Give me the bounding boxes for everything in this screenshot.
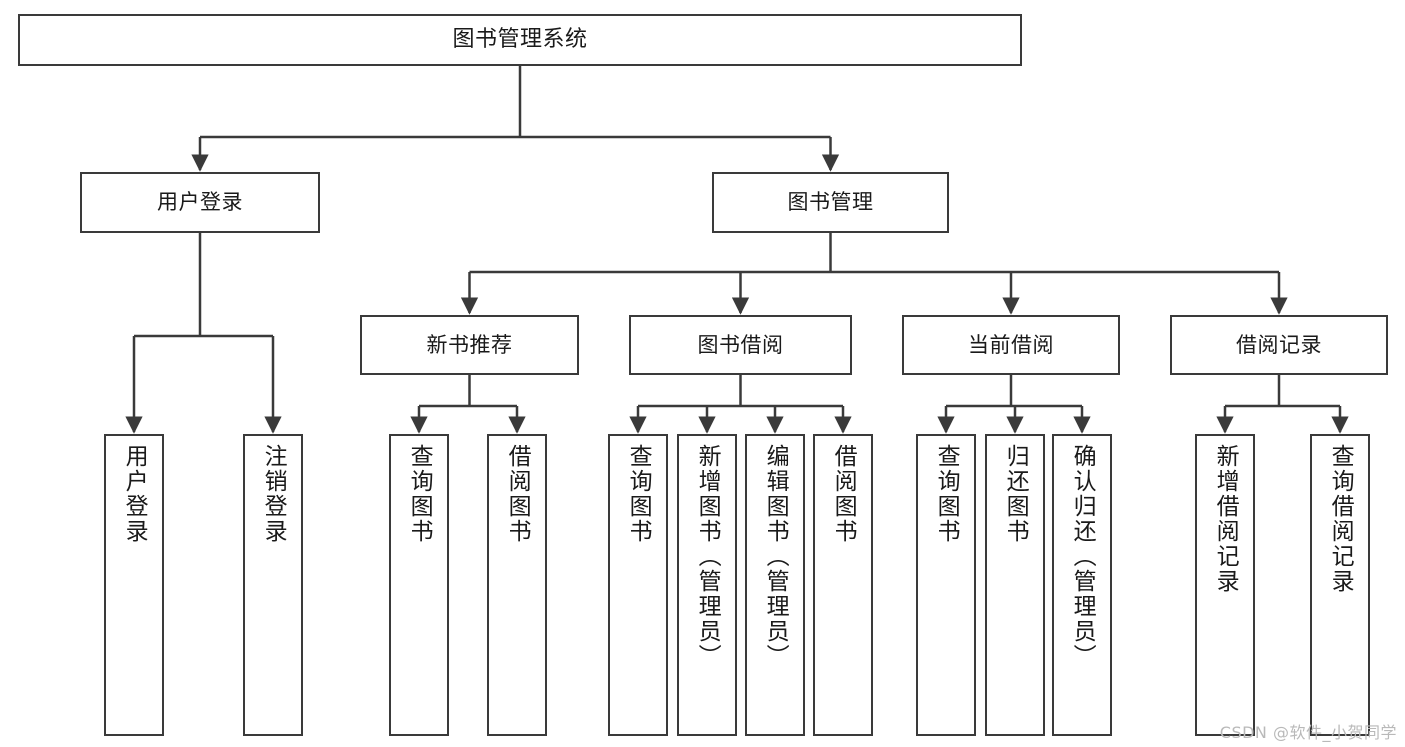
node-label: 确认归还（管理员） bbox=[1069, 444, 1096, 669]
node-user-login[interactable]: 用户登录 bbox=[80, 172, 320, 233]
leaf-borrow-book-1[interactable]: 借阅图书 bbox=[487, 434, 547, 736]
node-label: 注销登录 bbox=[260, 444, 287, 544]
node-label: 借阅记录 bbox=[1236, 332, 1322, 357]
node-new-book-recommend[interactable]: 新书推荐 bbox=[360, 315, 579, 375]
leaf-query-book-2[interactable]: 查询图书 bbox=[608, 434, 668, 736]
node-label: 查询借阅记录 bbox=[1327, 444, 1354, 594]
node-label: 图书借阅 bbox=[697, 332, 784, 357]
node-label: 编辑图书（管理员） bbox=[762, 444, 789, 669]
leaf-query-record[interactable]: 查询借阅记录 bbox=[1310, 434, 1370, 736]
leaf-logout[interactable]: 注销登录 bbox=[243, 434, 303, 736]
watermark: CSDN @软件_小贺同学 bbox=[1219, 723, 1397, 742]
node-borrow-record[interactable]: 借阅记录 bbox=[1170, 315, 1388, 375]
leaf-borrow-book-2[interactable]: 借阅图书 bbox=[813, 434, 873, 736]
node-label: 图书管理系统 bbox=[452, 27, 588, 53]
node-label: 借阅图书 bbox=[504, 444, 531, 544]
leaf-confirm-return[interactable]: 确认归还（管理员） bbox=[1052, 434, 1112, 736]
node-label: 新增借阅记录 bbox=[1212, 444, 1239, 594]
node-label: 用户登录 bbox=[121, 444, 148, 544]
node-label: 查询图书 bbox=[406, 444, 433, 544]
node-root[interactable]: 图书管理系统 bbox=[18, 14, 1022, 66]
node-label: 查询图书 bbox=[933, 444, 960, 544]
node-book-borrow[interactable]: 图书借阅 bbox=[629, 315, 852, 375]
node-label: 查询图书 bbox=[625, 444, 652, 544]
leaf-add-record[interactable]: 新增借阅记录 bbox=[1195, 434, 1255, 736]
leaf-return-book[interactable]: 归还图书 bbox=[985, 434, 1045, 736]
leaf-edit-book[interactable]: 编辑图书（管理员） bbox=[745, 434, 805, 736]
leaf-add-book[interactable]: 新增图书（管理员） bbox=[677, 434, 737, 736]
leaf-user-login[interactable]: 用户登录 bbox=[104, 434, 164, 736]
node-book-management[interactable]: 图书管理 bbox=[712, 172, 949, 233]
leaf-query-book-1[interactable]: 查询图书 bbox=[389, 434, 449, 736]
node-label: 借阅图书 bbox=[830, 444, 857, 544]
node-label: 用户登录 bbox=[157, 190, 243, 215]
node-label: 新书推荐 bbox=[426, 332, 513, 357]
node-label: 图书管理 bbox=[787, 190, 874, 215]
node-label: 归还图书 bbox=[1002, 444, 1029, 544]
leaf-query-book-3[interactable]: 查询图书 bbox=[916, 434, 976, 736]
node-label: 当前借阅 bbox=[968, 332, 1054, 357]
node-label: 新增图书（管理员） bbox=[694, 444, 721, 669]
node-current-borrow[interactable]: 当前借阅 bbox=[902, 315, 1120, 375]
